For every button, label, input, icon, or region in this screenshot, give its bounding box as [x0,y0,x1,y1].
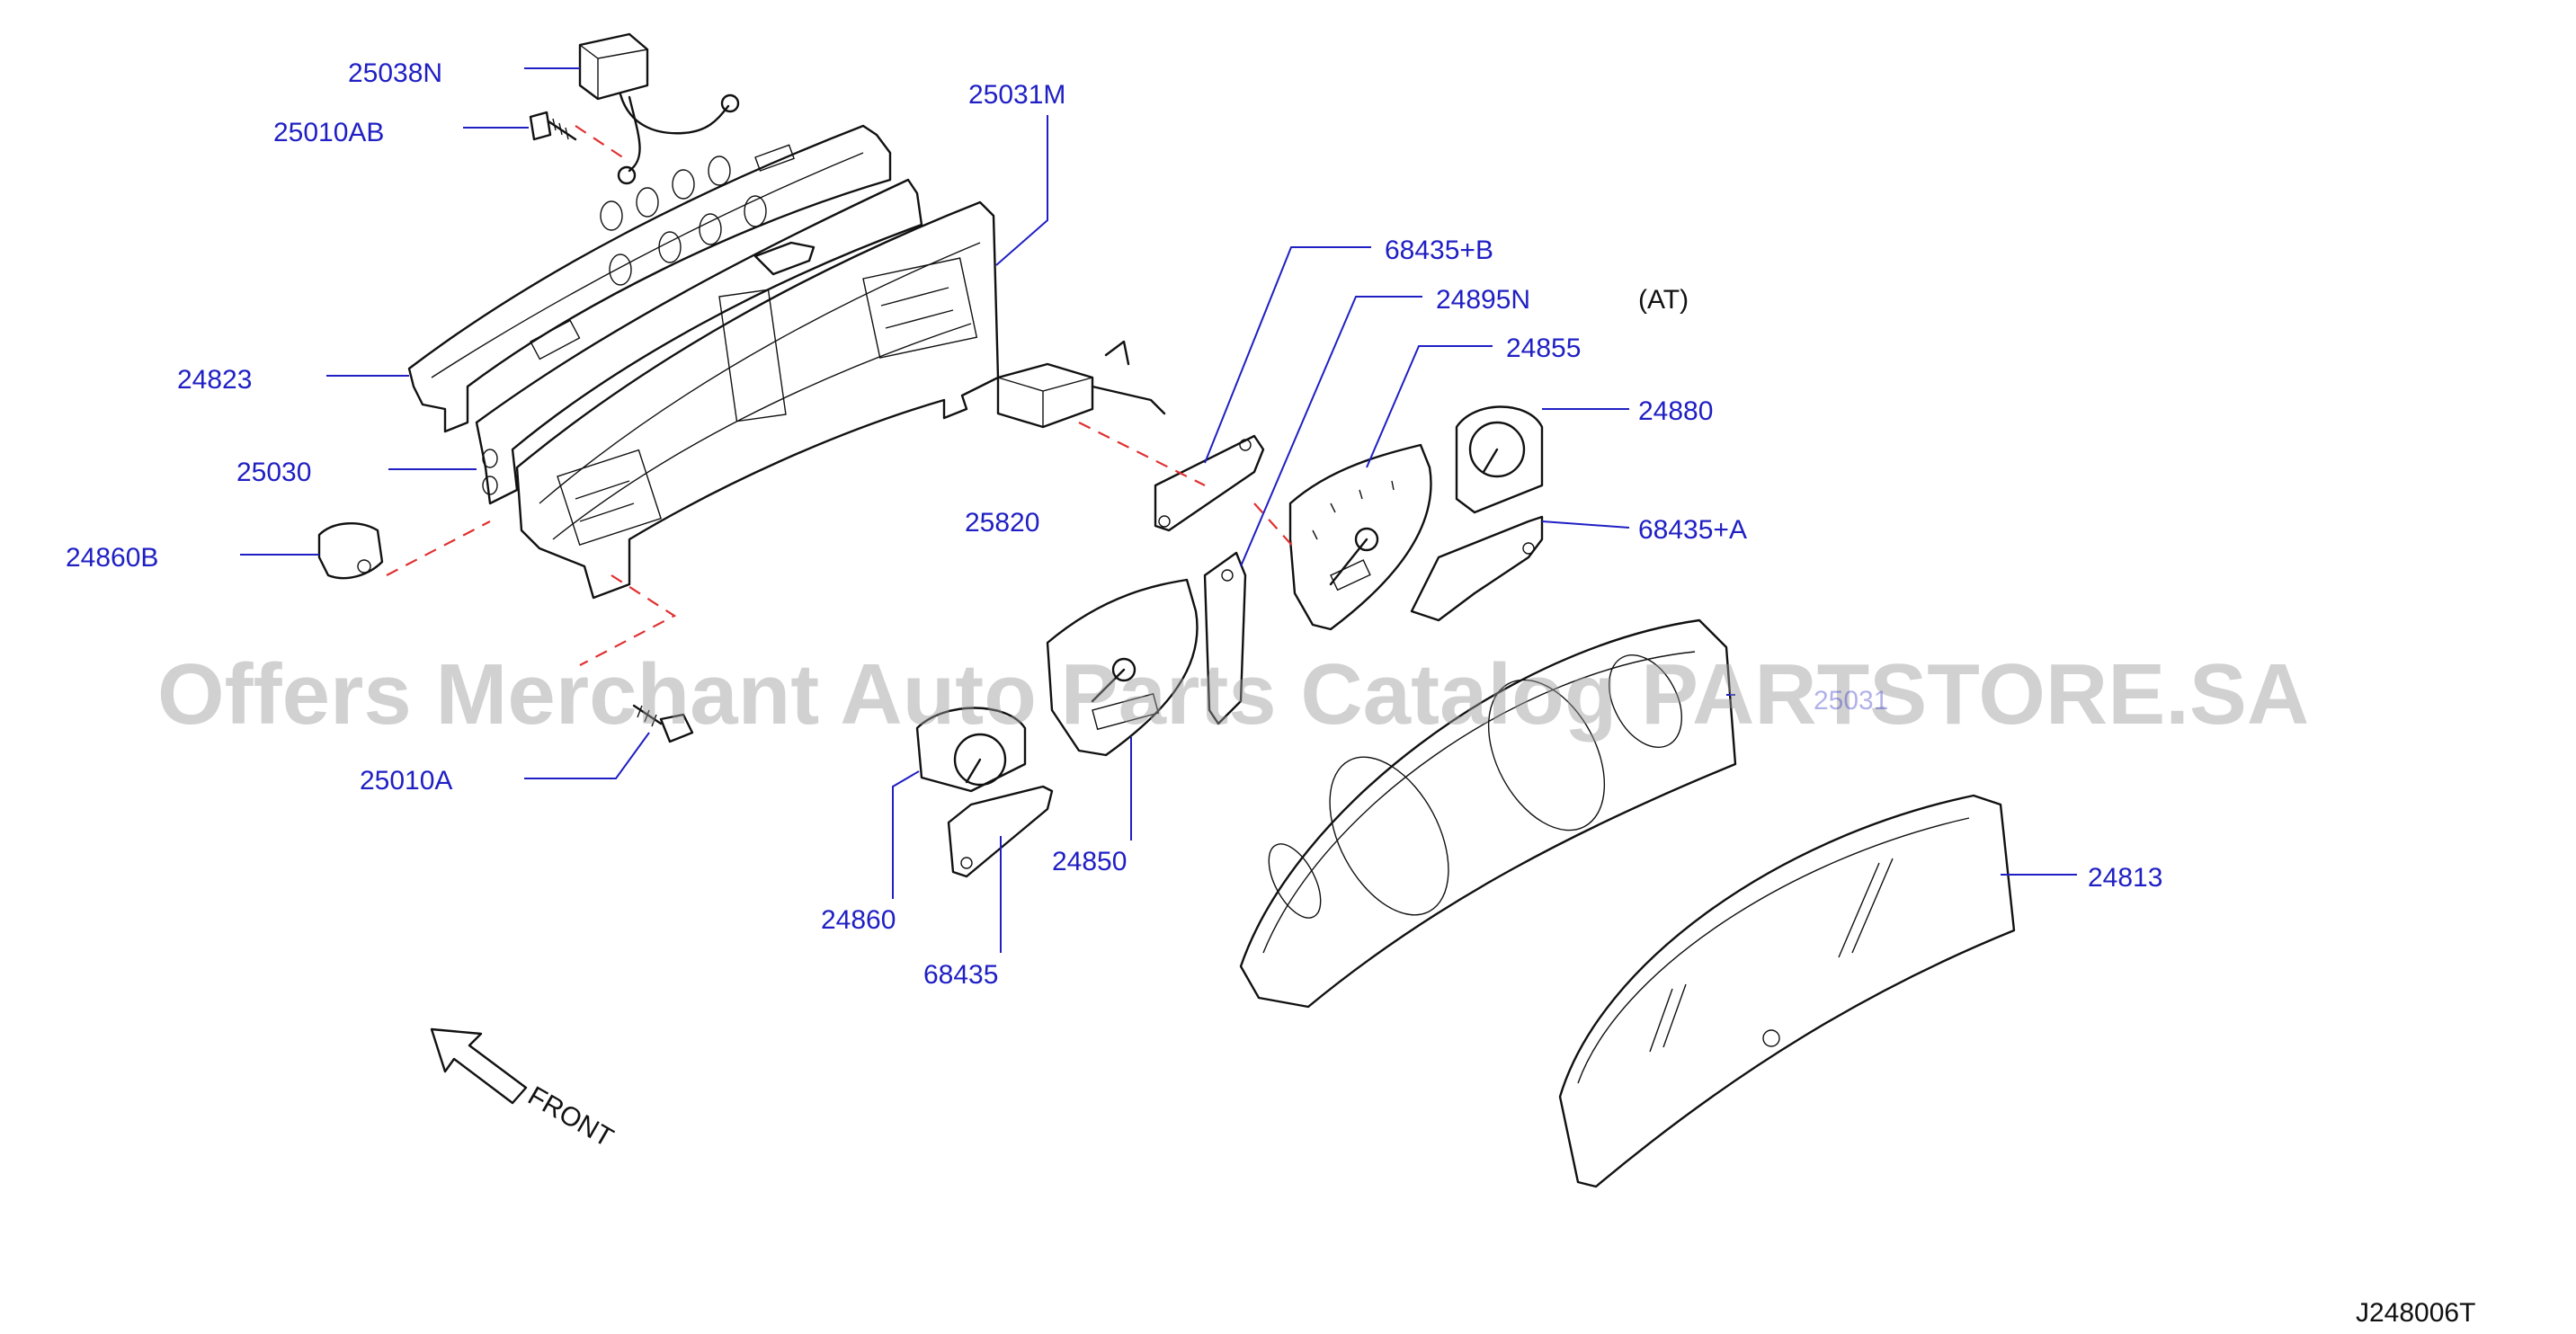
part-25031-bezel [1239,618,1737,1009]
part-68435-plate [947,785,1054,878]
part-24880-gauge [1455,405,1544,514]
part-68435B-plate [1154,434,1265,532]
label-24855[interactable]: 24855 [1506,334,1581,363]
part-24855-speedometer [1288,443,1432,631]
label-25031M[interactable]: 25031M [968,80,1065,110]
part-24860-small-gauge [915,707,1027,793]
part-25010AB-screw [529,111,577,141]
label-25038N[interactable]: 25038N [348,58,442,88]
label-25010A[interactable]: 25010A [360,766,452,796]
diagram-id: J248006T [2356,1298,2475,1328]
label-24880[interactable]: 24880 [1638,396,1713,426]
label-68435A[interactable]: 68435+A [1638,515,1747,545]
label-25030[interactable]: 25030 [236,458,311,487]
label-24860B[interactable]: 24860B [66,543,158,573]
part-24823-back-plate [407,124,892,433]
part-24813-lens [1558,794,2016,1188]
label-24895N[interactable]: 24895N [1436,285,1530,315]
label-24860[interactable]: 24860 [821,905,896,935]
part-24850-tachometer [1046,578,1199,757]
watermark: Offers Merchant Auto Parts Catalog PARTS… [157,646,2309,743]
label-25010AB[interactable]: 25010AB [273,118,384,147]
dashed-alignment-lines [386,125,1296,666]
leader-lines [240,67,2077,953]
part-24895N-bracket [1203,551,1247,725]
part-68435A-plate [1410,515,1544,622]
label-68435B[interactable]: 68435+B [1385,236,1493,265]
label-24813[interactable]: 24813 [2088,863,2162,893]
part-25031M-circuit-housing [515,200,1000,600]
front-label: FRONT [523,1081,619,1152]
part-25010A-screw [632,704,694,743]
label-24850[interactable]: 24850 [1052,847,1127,876]
label-25820[interactable]: 25820 [965,508,1039,538]
label-25031[interactable]: 25031 [1814,686,1888,716]
label-24823[interactable]: 24823 [177,365,252,395]
label-68435[interactable]: 68435 [923,960,998,990]
label-at: (AT) [1638,285,1689,315]
front-arrow-icon [430,1027,528,1105]
part-24860B-clip [317,522,384,580]
part-25038N-relay [578,32,740,185]
part-25820-connector [996,340,1166,429]
